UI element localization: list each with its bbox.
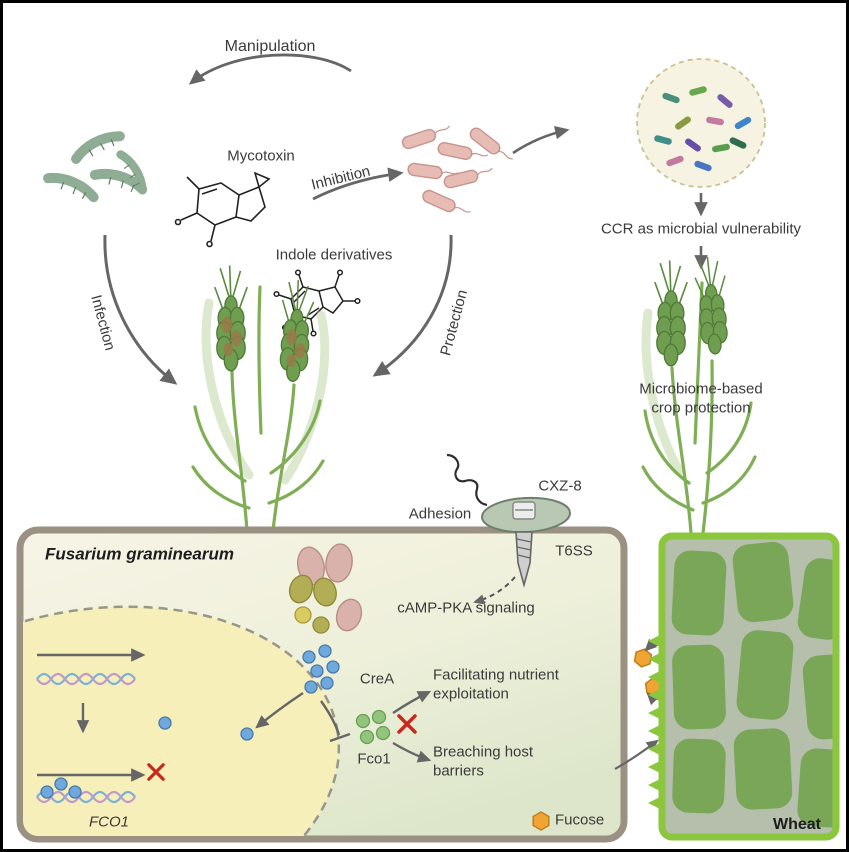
ccr-label: CCR as microbial vulnerability xyxy=(600,220,802,238)
wall-serration-icon xyxy=(648,633,664,811)
fusarium-spores-icon xyxy=(48,136,143,210)
crea-inhibition-tbar xyxy=(320,700,351,743)
facilitating-label: Facilitating nutrient exploitation xyxy=(433,666,559,704)
wheat-plants-right-icon xyxy=(641,254,757,535)
bacteria-to-microbiome-arrow xyxy=(512,125,570,155)
crea-dot xyxy=(158,716,172,730)
fucose-label: Fucose xyxy=(555,811,605,829)
protection-arrow xyxy=(372,234,453,377)
adhesion-label: Adhesion xyxy=(408,505,472,523)
breach-to-wheat-arrow xyxy=(614,739,659,770)
facilitating-line2: exploitation xyxy=(433,685,509,702)
inhibition-arrow xyxy=(312,167,404,201)
t6ss-label: T6SS xyxy=(555,542,593,560)
microbiome-circle-icon xyxy=(636,58,766,188)
t6ss-syringe-icon xyxy=(515,531,533,589)
dna-repressed-gene-icon xyxy=(35,763,165,804)
fco1-to-barriers-arrow xyxy=(392,741,432,763)
fco1-gene-label: FCO1 xyxy=(88,813,130,831)
indole-derivatives-label: Indole derivatives xyxy=(275,246,393,264)
manipulation-arrow xyxy=(188,53,352,85)
fucose-hexagon-icon xyxy=(633,647,653,669)
wheat-title: Wheat xyxy=(773,816,821,833)
dna-active-gene-icon xyxy=(35,648,146,686)
crea-to-nucleus-arrow xyxy=(255,692,304,729)
wheat-plants-center-icon xyxy=(191,264,330,533)
microbiome-protection-label: Microbiome-based crop protection xyxy=(639,380,762,418)
flagellum-icon xyxy=(446,453,488,507)
infection-arrow xyxy=(103,234,178,385)
facilitating-line1: Facilitating nutrient xyxy=(433,666,559,684)
mycotoxin-label: Mycotoxin xyxy=(227,147,295,165)
mycotoxin-structure-icon xyxy=(174,171,271,248)
camp-pka-label: cAMP-PKA signaling xyxy=(397,599,535,617)
microbiome-line1: Microbiome-based xyxy=(639,380,763,398)
manipulation-label: Manipulation xyxy=(224,38,316,55)
figure-artwork xyxy=(16,53,840,843)
microbiome-line2: crop protection xyxy=(651,399,751,416)
wheat-cells-icon xyxy=(671,541,836,828)
cxz8-label: CXZ-8 xyxy=(538,477,582,495)
breaching-label: Breaching host barriers xyxy=(433,743,533,781)
fco1-to-nutrient-arrow xyxy=(392,690,432,714)
pka-complex-icon xyxy=(288,543,363,634)
fco1-protein-label: Fco1 xyxy=(357,750,391,768)
t6ss-signal-dashed-arrow xyxy=(473,576,516,605)
fusarium-title: Fusarium graminearum xyxy=(45,544,234,564)
bacteria-cluster-icon xyxy=(400,122,516,221)
breaching-line2: barriers xyxy=(433,762,484,779)
crea-label: CreA xyxy=(359,670,395,688)
wheat-cell-wall xyxy=(648,532,840,841)
cxz8-bacterium-icon xyxy=(446,453,571,534)
breaching-line1: Breaching host xyxy=(433,743,534,761)
crea-dot xyxy=(240,727,254,741)
fucose-legend-icon xyxy=(532,811,550,831)
